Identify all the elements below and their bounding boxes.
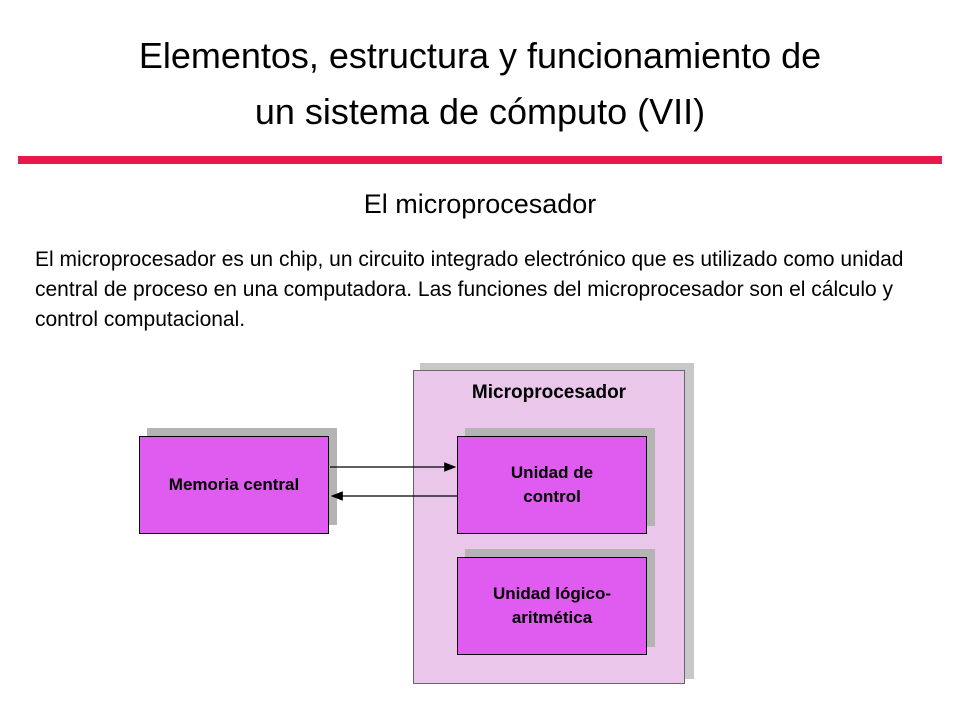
body-paragraph: El microprocesador es un chip, un circui… bbox=[35, 248, 904, 331]
control-unit-label: Unidad de control bbox=[510, 463, 594, 506]
alu-label: Unidad lógico-aritmética bbox=[492, 584, 612, 627]
title-divider bbox=[18, 156, 942, 164]
slide-title: Elementos, estructura y funcionamiento d… bbox=[40, 28, 920, 140]
microprocessor-label: Microprocesador bbox=[471, 382, 627, 403]
alu-box: Unidad lógico-aritmética bbox=[457, 557, 647, 655]
slide-title-line-2: un sistema de cómputo (VII) bbox=[254, 91, 706, 132]
memory-box: Memoria central bbox=[139, 436, 329, 534]
slide-title-line-1: Elementos, estructura y funcionamiento d… bbox=[138, 35, 822, 76]
control-unit-box: Unidad de control bbox=[457, 436, 647, 534]
memory-label: Memoria central bbox=[168, 475, 300, 494]
section-heading: El microprocesador bbox=[363, 189, 597, 219]
